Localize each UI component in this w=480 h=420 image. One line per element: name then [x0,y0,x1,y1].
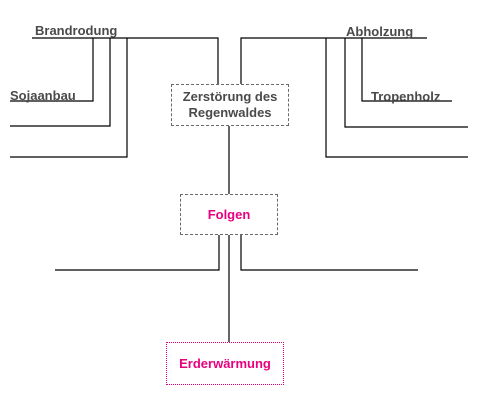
central-box-text: Zerstörung des Regenwaldes [183,89,278,121]
line-right-branch-2 [344,38,468,128]
consequences-label: Folgen [207,206,251,222]
central-box-line1: Zerstörung des [182,89,278,104]
cause-label-tropenholz: Tropenholz [371,89,441,104]
line-tropenholz-branch [361,38,452,102]
line-consequence-right [240,235,418,271]
line-left-branch-3 [10,38,128,158]
line-brandrodung-underline [32,37,219,84]
central-box-rainforest-destruction: Zerstörung des Regenwaldes [171,84,289,126]
central-box-line2: Regenwaldes [188,105,272,120]
effect-box-global-warming: Erderwärmung [166,342,284,385]
line-consequence-left [55,235,220,271]
effect-label: Erderwärmung [179,355,271,371]
line-abholzung-underline [240,37,427,84]
cause-label-brandrodung: Brandrodung [35,23,118,38]
line-left-branch-2 [10,38,111,127]
cause-label-sojaanbau: Sojaanbau [10,88,76,103]
line-right-branch-3 [325,38,468,158]
line-sojaanbau-branch [10,38,94,102]
consequences-box: Folgen [180,194,278,235]
cause-label-abholzung: Abholzung [346,24,414,39]
